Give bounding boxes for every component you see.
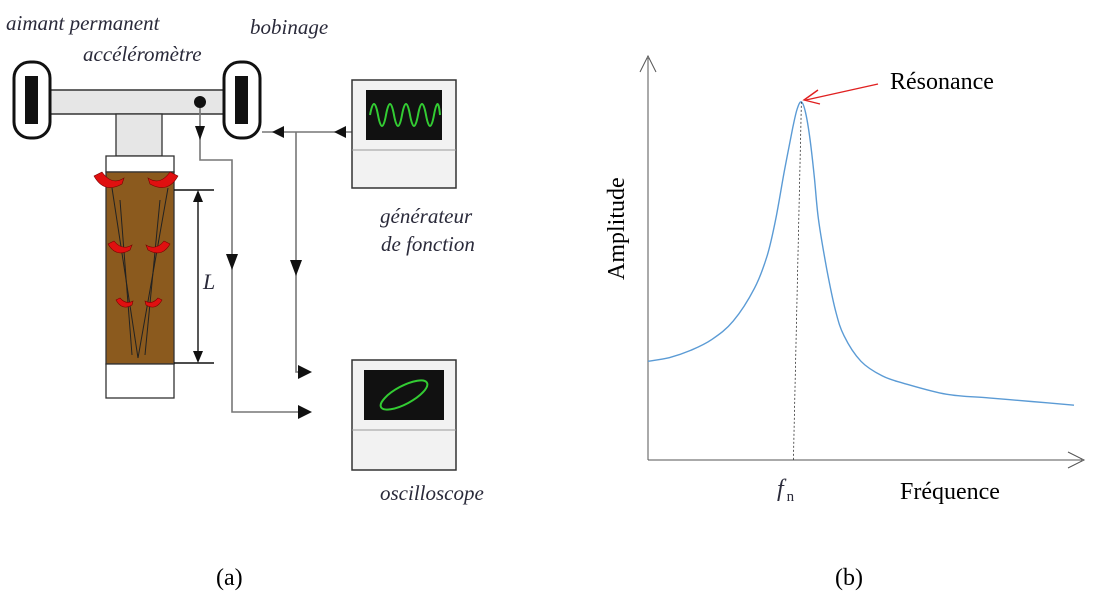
caption-b: (b)	[835, 565, 863, 591]
mode-lines	[111, 187, 169, 359]
sample-bar	[105, 171, 175, 365]
oscilloscope	[351, 359, 457, 471]
length-label: L	[202, 269, 215, 294]
clamp-base	[105, 155, 175, 173]
resonance-arrow	[802, 83, 879, 105]
resonance-label: Résonance	[890, 69, 994, 95]
coil-icon	[222, 60, 262, 140]
accelerometer-dot	[194, 96, 206, 108]
generator-label-line1: générateur	[380, 204, 473, 228]
beam	[39, 89, 241, 115]
arrow-accel-mid	[226, 254, 238, 270]
chart-axes	[639, 54, 1086, 469]
panel-a: L aimant permanent accéléromèt	[6, 11, 484, 591]
y-axis-label: Amplitude	[604, 177, 630, 280]
x-axis-label: Fréquence	[900, 479, 1000, 505]
accelerometer-label: accéléromètre	[83, 42, 202, 66]
mode-arrows	[93, 171, 179, 308]
arrow-gen-down	[290, 260, 302, 276]
fn-sub: n	[787, 489, 795, 505]
coil-label: bobinage	[250, 15, 328, 39]
arrow-accel-down	[195, 126, 205, 140]
wire-generator-down	[295, 132, 300, 373]
y-axis-arrowhead	[639, 54, 657, 73]
function-generator	[351, 79, 457, 189]
fn-main: f	[777, 476, 787, 502]
peak-dashed-line	[793, 101, 802, 461]
caption-a: (a)	[216, 565, 243, 591]
x-axis-arrowhead	[1067, 451, 1086, 469]
generator-label-line2: de fonction	[381, 232, 475, 256]
magnet-label: aimant permanent	[6, 11, 161, 35]
scope-lissajous-trace	[379, 379, 429, 411]
arrow-gen-1	[334, 126, 346, 138]
length-dimension	[174, 189, 214, 364]
wire-accelerometer	[199, 108, 300, 413]
arrow-gen-2	[272, 126, 284, 138]
sample-end	[105, 363, 175, 399]
clamp	[115, 113, 163, 157]
magnet-icon	[12, 60, 52, 140]
generator-sine-trace	[369, 103, 441, 127]
oscilloscope-label: oscilloscope	[380, 481, 484, 505]
arrow-to-scope-2	[298, 405, 312, 419]
resonance-curve	[647, 101, 1075, 406]
arrow-to-scope-1	[298, 365, 312, 379]
